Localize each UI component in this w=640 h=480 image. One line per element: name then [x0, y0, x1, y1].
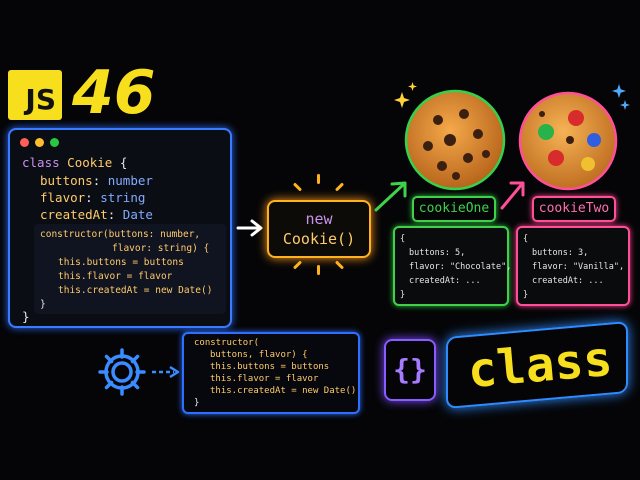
minimize-dot: [35, 138, 44, 147]
constructor-call: Cookie(): [282, 230, 356, 248]
arrow-icon: [374, 181, 407, 212]
object-open-brace: {: [523, 234, 529, 244]
ray: [317, 174, 320, 184]
object-close-brace: }: [400, 290, 406, 300]
braces-icon: {}: [384, 339, 436, 401]
object-flavor: flavor: "Vanilla",: [532, 262, 625, 272]
arrow-icon: [236, 219, 263, 237]
snippet-line: this.createdAt = new Date(): [210, 386, 357, 396]
sparkle-icon: [612, 84, 626, 98]
ray: [334, 260, 345, 270]
cookie-candy: [518, 91, 618, 191]
cookieOne-label: cookieOne: [412, 196, 496, 222]
object-buttons: buttons: 3,: [532, 248, 589, 258]
field-createdAt: createdAt: Date: [40, 207, 153, 222]
field-flavor: flavor: string: [40, 190, 146, 205]
episode-number: 46: [72, 58, 156, 128]
close-dot: [20, 138, 29, 147]
object-close-brace: }: [523, 290, 529, 300]
sparkle-icon: [408, 82, 417, 91]
object-createdAt: createdAt: ...: [532, 276, 604, 286]
object-buttons: buttons: 5,: [409, 248, 466, 258]
constructor-block: [34, 224, 226, 314]
field-buttons: buttons: number: [40, 173, 153, 188]
gear-icon: [98, 348, 146, 396]
cookieTwo-object: { buttons: 3, flavor: "Vanilla", created…: [516, 226, 630, 306]
constructor-close: }: [40, 299, 46, 310]
snippet-line: }: [194, 398, 200, 408]
new-cookie-call: new Cookie(): [267, 200, 371, 258]
ray: [292, 182, 303, 192]
object-createdAt: createdAt: ...: [409, 276, 481, 286]
snippet-line: buttons, flavor) {: [210, 350, 308, 360]
assign-createdAt: this.createdAt = new Date(): [58, 285, 213, 296]
constructor-signature-2: flavor: string) {: [112, 243, 210, 254]
sparkle-icon: [620, 100, 630, 110]
js-logo: JS: [8, 70, 62, 120]
arrow-icon: [152, 365, 180, 379]
constructor-snippet: constructor( buttons, flavor) { this.but…: [182, 332, 360, 414]
cookieOne-object: { buttons: 5, flavor: "Chocolate", creat…: [393, 226, 512, 306]
object-flavor: flavor: "Chocolate",: [409, 262, 512, 272]
new-keyword: new: [305, 210, 333, 228]
snippet-line: this.buttons = buttons: [210, 362, 330, 372]
constructor-signature: constructor(buttons: number,: [40, 229, 201, 240]
snippet-line: constructor(: [194, 338, 260, 348]
sparkle-icon: [394, 92, 410, 108]
assign-flavor: this.flavor = flavor: [58, 271, 173, 282]
cookieTwo-label: cookieTwo: [532, 196, 616, 222]
object-open-brace: {: [400, 234, 406, 244]
ray: [317, 265, 320, 275]
ray: [292, 260, 303, 270]
window-controls: [20, 138, 59, 147]
maximize-dot: [50, 138, 59, 147]
snippet-line: this.flavor = flavor: [210, 374, 319, 384]
code-editor-window: class Cookie { buttons: number flavor: s…: [8, 128, 232, 328]
assign-buttons: this.buttons = buttons: [58, 257, 184, 268]
class-close: }: [22, 309, 30, 324]
ray: [334, 182, 345, 192]
class-declaration: class Cookie {: [22, 155, 128, 170]
arrow-icon: [500, 181, 525, 210]
cookie-chocolate-chip: [404, 89, 506, 191]
